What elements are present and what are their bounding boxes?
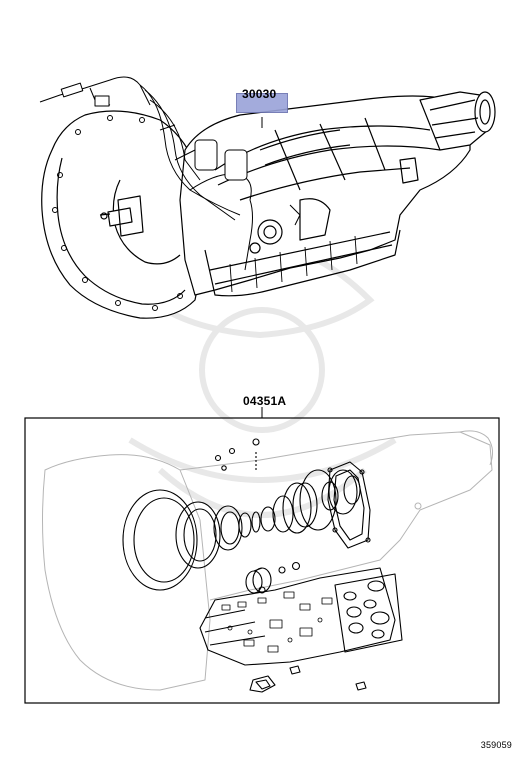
callout-30030[interactable]: 30030 — [236, 87, 288, 117]
callout-04351a[interactable]: 04351A — [243, 394, 286, 408]
separator-plate — [334, 573, 403, 653]
main-case — [179, 95, 471, 297]
seal-rings — [122, 469, 361, 591]
callout-highlight — [236, 93, 288, 113]
kit-boundary-box — [24, 417, 500, 704]
transmission-assembly[interactable] — [39, 76, 496, 319]
wiring-harness — [39, 76, 301, 271]
cover-gasket — [327, 461, 371, 549]
part-number-04351a: 04351A — [243, 394, 287, 408]
drawing-number: 359059 — [480, 740, 512, 750]
cup-seal — [245, 567, 272, 594]
bell-housing — [41, 110, 206, 319]
pan-gasket-pieces — [249, 665, 367, 693]
part-number-30030: 30030 — [242, 87, 277, 101]
overhaul-gasket-kit[interactable] — [42, 430, 494, 693]
extension-housing — [399, 91, 496, 184]
transmission-outline — [42, 430, 494, 691]
valve-body-gasket — [199, 567, 396, 666]
small-o-rings — [214, 438, 301, 594]
